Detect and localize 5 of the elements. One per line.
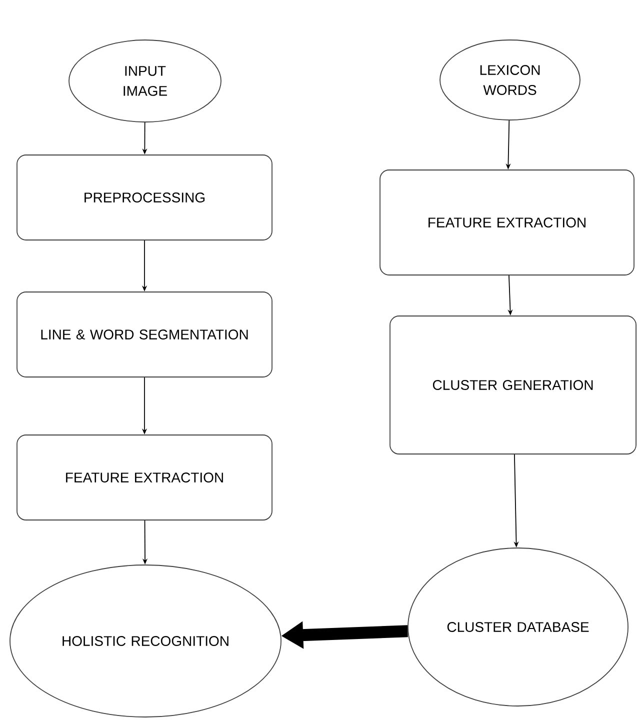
process-box: FEATURE EXTRACTION (380, 170, 634, 276)
process-box: PREPROCESSING (16, 154, 272, 240)
process-box: CLUSTER GENERATION (390, 316, 636, 454)
process-box: FEATURE EXTRACTION (16, 434, 272, 520)
process-box: LINE & WORD SEGMENTATION (16, 292, 272, 378)
